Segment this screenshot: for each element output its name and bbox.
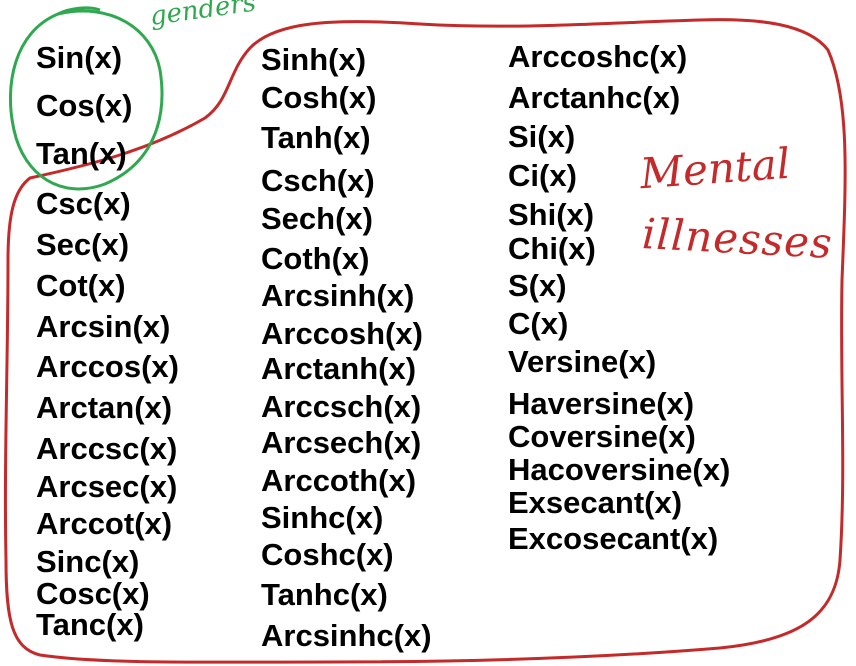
function-label: Arcsin(x) bbox=[36, 309, 171, 344]
function-label: Arcsinh(x) bbox=[261, 278, 415, 313]
function-label: Arctan(x) bbox=[36, 390, 173, 425]
function-label: Si(x) bbox=[508, 119, 576, 154]
function-label: Arcsech(x) bbox=[261, 425, 422, 460]
function-label: Arccoth(x) bbox=[261, 463, 417, 498]
function-label: Tanh(x) bbox=[261, 120, 371, 155]
function-label: Arctanhc(x) bbox=[508, 80, 681, 115]
mental-annotation: Mental bbox=[638, 138, 792, 199]
function-label: Cosh(x) bbox=[261, 80, 377, 115]
function-label: Tanc(x) bbox=[36, 607, 144, 642]
function-label: Excosecant(x) bbox=[508, 521, 719, 556]
function-label: Coshc(x) bbox=[261, 537, 394, 572]
function-label: Arccsch(x) bbox=[261, 389, 422, 424]
function-label: Arccsc(x) bbox=[36, 431, 178, 466]
function-label: Arccos(x) bbox=[36, 349, 179, 384]
function-label: C(x) bbox=[508, 306, 569, 341]
genders-annotation: genders bbox=[148, 0, 258, 32]
function-label: Tanhc(x) bbox=[261, 577, 388, 612]
function-label: Cosc(x) bbox=[36, 576, 150, 611]
function-label: Sinh(x) bbox=[261, 42, 367, 77]
function-label: Arccoshc(x) bbox=[508, 39, 688, 74]
function-label: Arcsinhc(x) bbox=[261, 618, 432, 653]
function-label: Versine(x) bbox=[508, 344, 657, 379]
illnesses-annotation: illnesses bbox=[640, 209, 834, 268]
function-label: Arctanh(x) bbox=[261, 351, 417, 386]
function-label: Arccot(x) bbox=[36, 506, 173, 541]
green-circle-tail bbox=[57, 6, 101, 16]
function-label: Arccosh(x) bbox=[261, 316, 423, 351]
function-label: Sinc(x) bbox=[36, 544, 140, 579]
function-label: Arcsec(x) bbox=[36, 469, 178, 504]
function-label: Cos(x) bbox=[36, 88, 133, 123]
function-label: Csc(x) bbox=[36, 186, 131, 221]
function-label: Coth(x) bbox=[261, 241, 370, 276]
function-label: Sec(x) bbox=[36, 227, 130, 262]
function-label: Sin(x) bbox=[36, 40, 123, 75]
function-label: Sech(x) bbox=[261, 201, 373, 236]
function-label: Exsecant(x) bbox=[508, 485, 683, 520]
function-label: Shi(x) bbox=[508, 197, 595, 232]
function-label: Ci(x) bbox=[508, 158, 577, 193]
function-label: Haversine(x) bbox=[508, 386, 695, 421]
function-label: Tan(x) bbox=[36, 136, 127, 171]
function-label: Cot(x) bbox=[36, 268, 126, 303]
function-label: Sinhc(x) bbox=[261, 500, 384, 535]
function-label: Hacoversine(x) bbox=[508, 452, 731, 487]
function-label: Chi(x) bbox=[508, 231, 596, 266]
function-label: Csch(x) bbox=[261, 163, 375, 198]
function-label: S(x) bbox=[508, 268, 567, 303]
function-label: Coversine(x) bbox=[508, 419, 696, 454]
